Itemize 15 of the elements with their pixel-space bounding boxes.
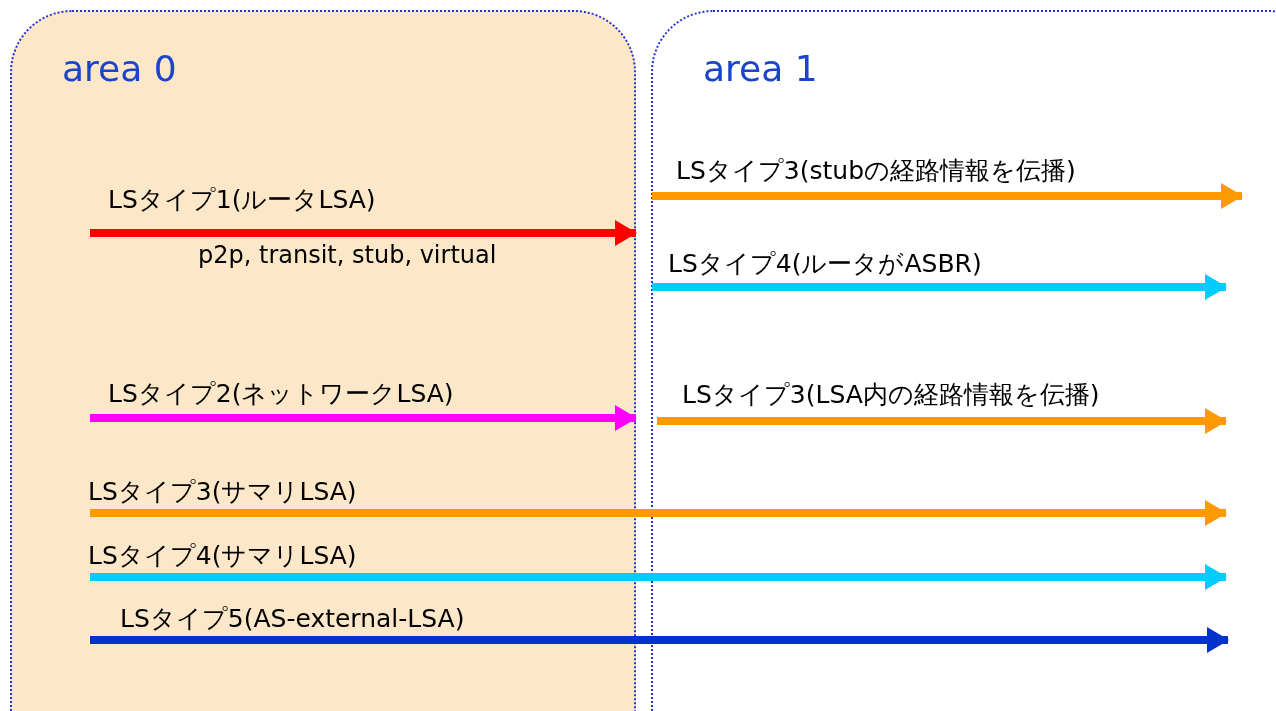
arrow [90, 564, 1227, 590]
arrow [90, 627, 1229, 653]
edge-label: LSタイプ4(サマリLSA) [88, 542, 357, 570]
area-label: area 1 [703, 48, 818, 89]
edge-label: LSタイプ3(サマリLSA) [88, 478, 357, 506]
area-label: area 0 [62, 48, 177, 89]
edge-label: LSタイプ2(ネットワークLSA) [108, 380, 454, 408]
area-region [10, 10, 636, 711]
edge-label: LSタイプ4(ルータがASBR) [668, 250, 982, 278]
edge-label: LSタイプ3(LSA内の経路情報を伝播) [682, 381, 1100, 409]
note-text: p2p, transit, stub, virtual [198, 242, 497, 269]
edge-label: LSタイプ1(ルータLSA) [108, 186, 376, 214]
arrow [90, 500, 1227, 526]
edge-label: LSタイプ3(stubの経路情報を伝播) [676, 157, 1076, 185]
edge-label: LSタイプ5(AS-external-LSA) [120, 605, 465, 633]
